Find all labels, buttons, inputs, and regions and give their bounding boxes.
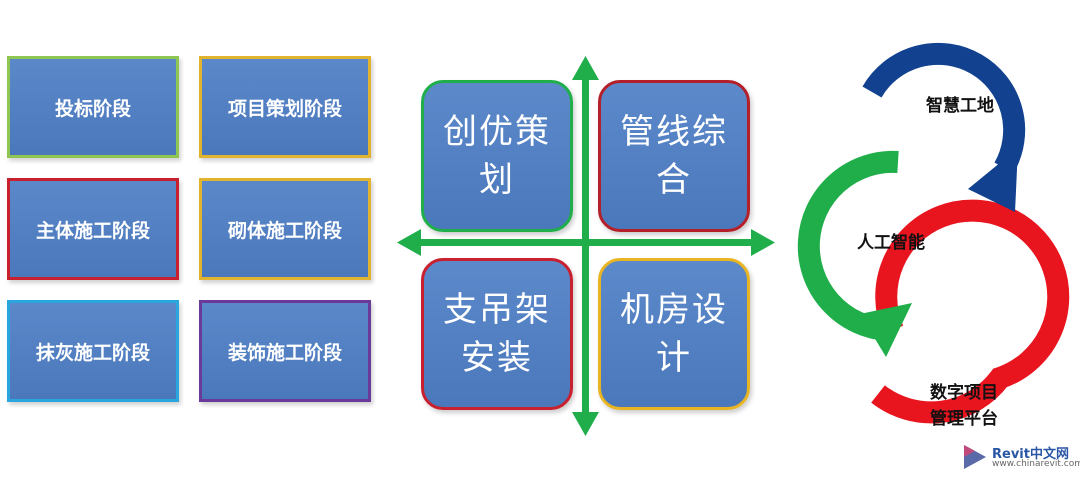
cycle-arc-smart-site [862,42,1026,174]
axis-arrow-up-icon [572,56,599,80]
watermark: Revit中文网 www.chinarevit.com [962,441,1080,475]
axis-arrow-left-icon [397,229,421,256]
cycle-arrowhead-blue-icon [968,148,1018,212]
stage-box-masonry: 砌体施工阶段 [199,178,371,280]
quadrant-top-left: 创优策划 [421,80,573,232]
quadrant-label: 机房设计 [620,290,728,378]
stage-box-project-planning: 项目策划阶段 [199,56,371,158]
cycle-label-platform: 数字项目 管理平台 [914,354,1014,432]
revit-logo-icon [964,445,986,469]
stage-box-decoration: 装饰施工阶段 [199,300,371,402]
cycle-arc-platform [871,199,1070,424]
vertical-axis [582,72,589,422]
stage-box-main-structure: 主体施工阶段 [7,178,179,280]
stage-box-plastering: 抹灰施工阶段 [7,300,179,402]
quadrant-bottom-left: 支吊架安装 [421,258,573,410]
cycle-label-ai: 人工智能 [836,230,946,256]
watermark-title: Revit中文网 [992,447,1069,462]
cycle-label-text: 数字项目 管理平台 [930,383,998,429]
stage-label: 投标阶段 [54,97,131,120]
quadrant-label: 支吊架安装 [443,290,551,378]
axis-arrow-down-icon [572,412,599,436]
cycle-arrowhead-green-icon [860,303,912,357]
stage-label: 装饰施工阶段 [227,341,342,364]
cycle-label-text: 智慧工地 [926,96,994,116]
quadrant-label: 创优策划 [443,112,551,200]
stage-label: 抹灰施工阶段 [35,341,150,364]
watermark-url: www.chinarevit.com [992,459,1080,469]
stage-box-bidding: 投标阶段 [7,56,179,158]
horizontal-axis [412,239,760,246]
quadrant-top-right: 管线综合 [598,80,750,232]
stage-label: 砌体施工阶段 [227,219,342,242]
cycle-label-smart-site: 智慧工地 [900,93,1020,119]
quadrant-bottom-right: 机房设计 [598,258,750,410]
cycle-label-text: 人工智能 [857,233,925,253]
quadrant-label: 管线综合 [620,112,728,200]
stage-label: 项目策划阶段 [227,97,342,120]
stage-label: 主体施工阶段 [35,219,150,242]
cycle-arc-ai [797,150,899,341]
axis-arrow-right-icon [751,229,775,256]
